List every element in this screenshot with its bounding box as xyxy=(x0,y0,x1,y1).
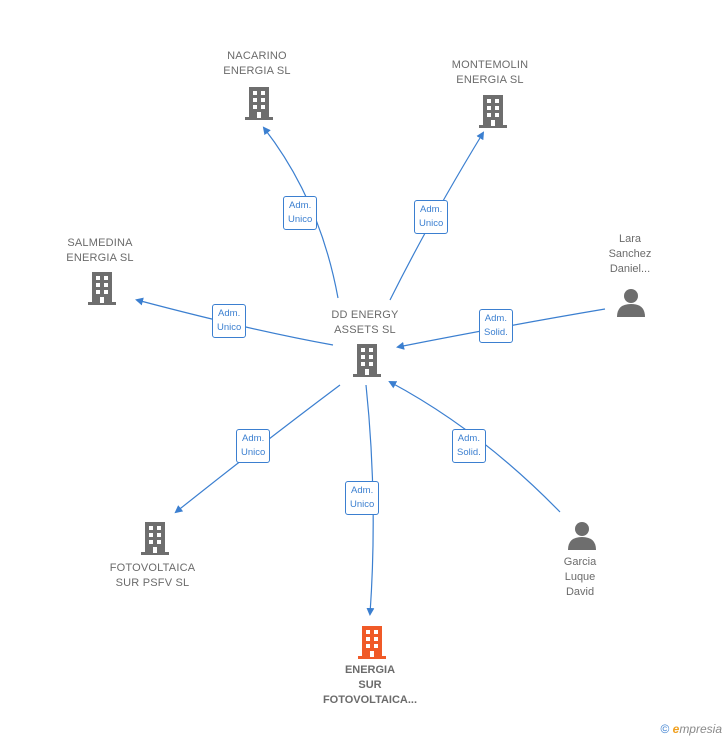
copyright-symbol: © xyxy=(660,722,670,736)
edge-label-to-energia-sur: Adm.Unico xyxy=(345,481,380,515)
building-icon[interactable] xyxy=(87,270,117,306)
brand-e: e xyxy=(672,722,680,736)
building-icon-highlight[interactable] xyxy=(357,624,387,660)
edge-label-garcia-to-dd: Adm.Solid. xyxy=(452,429,486,463)
brand-name: mpresia xyxy=(679,722,722,736)
person-icon[interactable] xyxy=(616,287,646,317)
edge-label-to-salmedina: Adm.Unico xyxy=(212,304,247,338)
building-icon[interactable] xyxy=(478,93,508,129)
edge-label-to-nacarino: Adm.Unico xyxy=(283,196,318,230)
building-icon[interactable] xyxy=(244,85,274,121)
building-icon[interactable] xyxy=(140,520,170,556)
edge-label-lara-to-dd: Adm.Solid. xyxy=(479,309,513,343)
person-icon[interactable] xyxy=(567,520,597,550)
edge-label-to-montemolin: Adm.Unico xyxy=(414,200,449,234)
building-icon[interactable] xyxy=(352,342,382,378)
edge-label-to-psfv: Adm.Unico xyxy=(236,429,271,463)
footer-brand: © empresia xyxy=(660,722,722,736)
